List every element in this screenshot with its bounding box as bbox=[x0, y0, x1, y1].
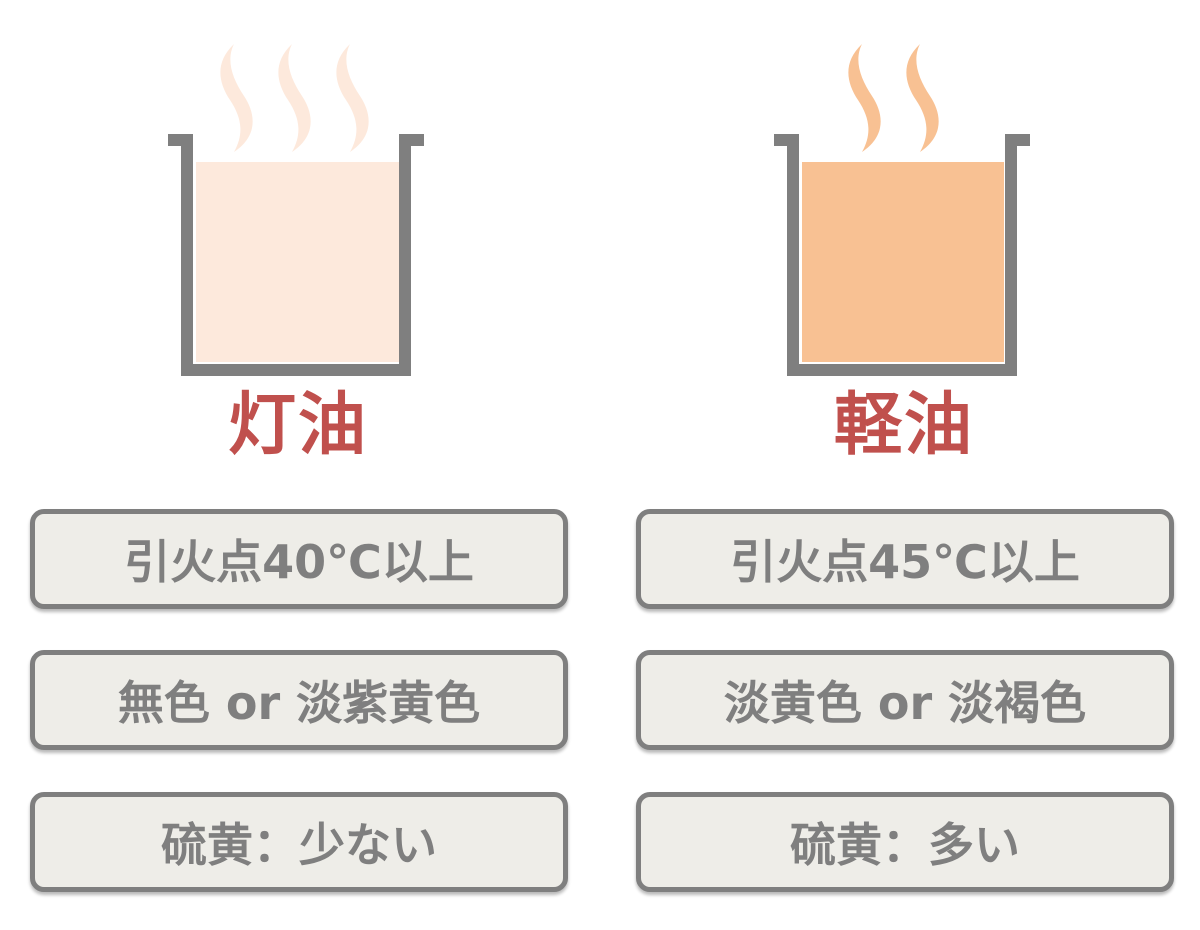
sulfur-box: 硫黄：少ない bbox=[30, 792, 568, 892]
steam-icon bbox=[220, 44, 369, 152]
color-box: 無色 or 淡紫黄色 bbox=[30, 650, 568, 750]
fuel-name-diesel: 軽油 bbox=[833, 386, 974, 465]
sulfur-label: 硫黄：少ない bbox=[161, 818, 437, 872]
diesel-pot-illustration bbox=[774, 44, 1030, 376]
steam-wisp bbox=[906, 44, 939, 152]
steam-icon bbox=[848, 44, 939, 152]
flash-point-label: 引火点40℃以上 bbox=[124, 535, 474, 589]
flash-point-label: 引火点45℃以上 bbox=[730, 535, 1080, 589]
fuel-name-kerosene: 灯油 bbox=[227, 386, 368, 465]
diesel-column: 軽油 引火点45℃以上 淡黄色 or 淡褐色 硫黄：多い bbox=[636, 0, 1174, 930]
color-label: 無色 or 淡紫黄色 bbox=[117, 676, 481, 730]
color-box: 淡黄色 or 淡褐色 bbox=[636, 650, 1174, 750]
steam-wisp bbox=[336, 44, 369, 152]
kerosene-pot-illustration bbox=[168, 44, 424, 376]
pot-liquid bbox=[196, 162, 402, 362]
pot-liquid bbox=[802, 162, 1004, 362]
pot-outline bbox=[774, 134, 1030, 376]
steam-wisp bbox=[278, 44, 311, 152]
pot-outline bbox=[168, 134, 424, 376]
kerosene-column: 灯油 引火点40℃以上 無色 or 淡紫黄色 硫黄：少ない bbox=[30, 0, 568, 930]
sulfur-label: 硫黄：多い bbox=[790, 818, 1020, 872]
steam-wisp bbox=[220, 44, 253, 152]
steam-wisp bbox=[848, 44, 881, 152]
flash-point-box: 引火点40℃以上 bbox=[30, 509, 568, 609]
sulfur-box: 硫黄：多い bbox=[636, 792, 1174, 892]
flash-point-box: 引火点45℃以上 bbox=[636, 509, 1174, 609]
color-label: 淡黄色 or 淡褐色 bbox=[723, 676, 1087, 730]
